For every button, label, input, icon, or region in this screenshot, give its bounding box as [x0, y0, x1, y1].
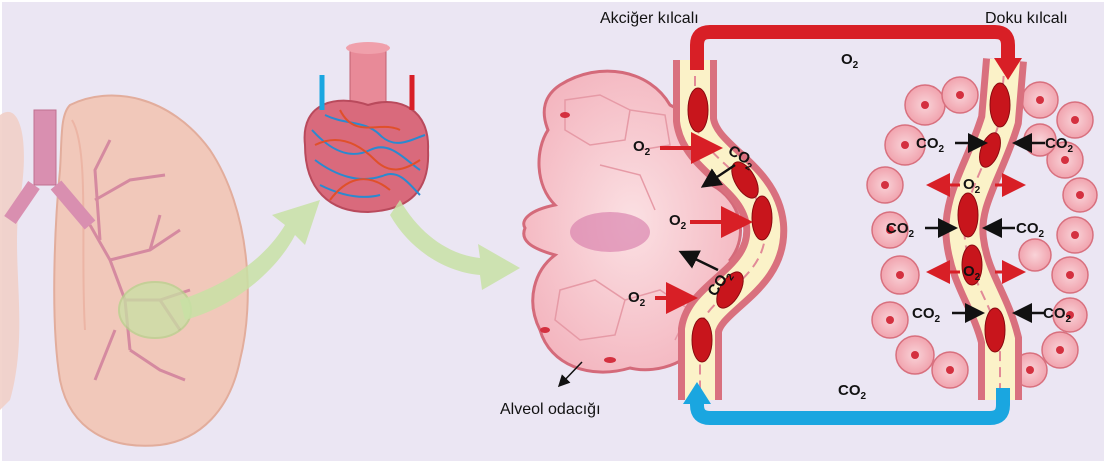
lung-capillary-label: Akciğer kılcalı [600, 10, 699, 27]
tissue-capillary-label: Doku kılcalı [985, 10, 1068, 27]
alveolus-label: Alveol odacığı [500, 401, 601, 418]
